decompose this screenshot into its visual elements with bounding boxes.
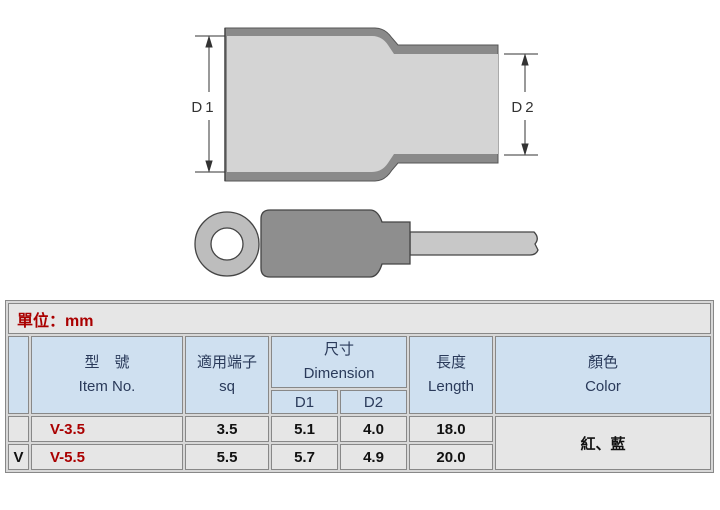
d2-header: D2	[340, 390, 407, 414]
item-no: V-3.5	[31, 416, 183, 442]
length-value: 18.0	[409, 416, 493, 442]
unit-label: 單位：mm	[8, 303, 711, 334]
d2-value: 4.9	[340, 444, 407, 470]
d2-value: 4.0	[340, 416, 407, 442]
d2-label: D2	[511, 99, 536, 116]
sq-value: 3.5	[185, 416, 269, 442]
product-drawing: D1 D2	[191, 27, 539, 278]
color-value: 紅、藍	[495, 416, 711, 470]
row-marker	[8, 416, 29, 442]
table-row: V-3.5 3.5 5.1 4.0 18.0 紅、藍	[8, 416, 711, 470]
d1-label: D1	[191, 99, 216, 116]
terminal-top-view	[194, 209, 539, 278]
d1-value: 5.7	[271, 444, 338, 470]
dimension-d2: D2	[504, 53, 538, 156]
marker-header	[8, 336, 29, 414]
length-value: 20.0	[409, 444, 493, 470]
sleeve-side-view	[224, 27, 499, 182]
table-row: V V-5.5 5.5 5.7 4.9 20.0	[8, 444, 711, 470]
d1-header: D1	[271, 390, 338, 414]
item-no: V-5.5	[31, 444, 183, 470]
d1-value: 5.1	[271, 416, 338, 442]
sq-value: 5.5	[185, 444, 269, 470]
dimension-d1: D1	[191, 35, 225, 173]
row-marker: V	[8, 444, 29, 470]
